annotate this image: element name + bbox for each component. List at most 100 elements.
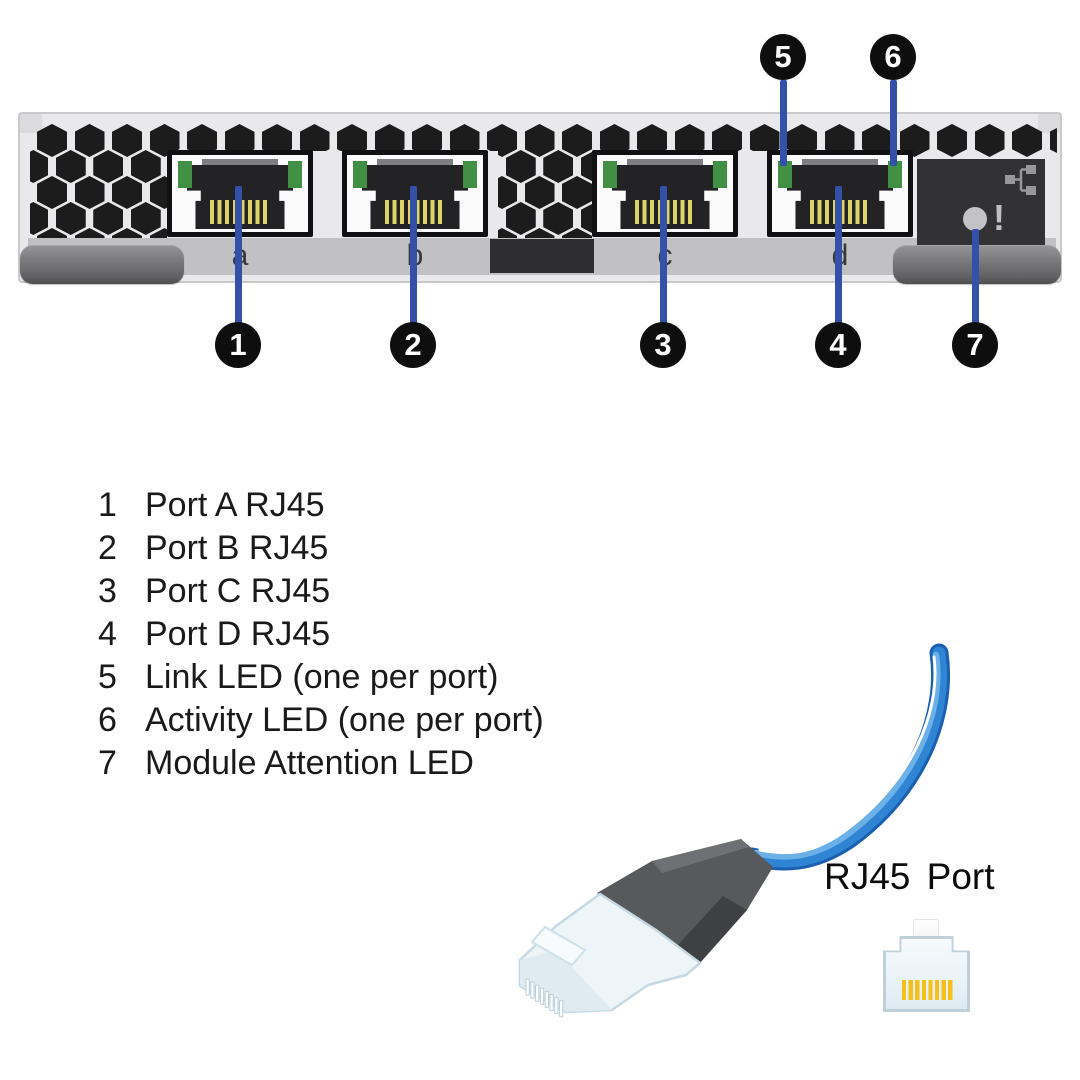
vent-hexagon <box>337 124 367 151</box>
callout-line-4 <box>834 186 842 333</box>
legend-label: Port C RJ45 <box>145 572 331 610</box>
callout-line-5 <box>779 80 787 166</box>
vent-hexagon <box>524 124 555 157</box>
plug-tooth <box>525 978 530 996</box>
activity-led <box>888 161 902 188</box>
vent-hexagon <box>55 150 86 183</box>
vent-hexagon <box>112 124 142 157</box>
vent-hexagon <box>74 176 105 209</box>
legend-number: 5 <box>98 658 117 696</box>
vent-hexagon <box>262 124 292 151</box>
activity-led <box>713 161 727 188</box>
vent-hexagon <box>374 124 405 151</box>
vent-hexagon <box>30 150 49 183</box>
vent-hexagon <box>824 124 855 151</box>
cable-strokes <box>742 643 951 871</box>
callout-line-3 <box>659 186 667 333</box>
vent-hexagon <box>112 176 142 209</box>
legend-number: 2 <box>98 529 117 567</box>
callout-circle-4: 4 <box>815 322 861 368</box>
vent-hexagon <box>299 124 330 151</box>
vent-hexagon <box>787 124 817 151</box>
callout-circle-5: 5 <box>760 34 806 80</box>
vent-hexagon <box>712 124 742 151</box>
vent-hexagon <box>562 176 592 209</box>
vent-hexagon <box>505 150 536 183</box>
vent-hexagon <box>1012 124 1042 157</box>
link-led <box>353 161 367 188</box>
vent-hexagon <box>580 150 595 183</box>
vent-hexagon <box>498 176 517 209</box>
legend-label: Port A RJ45 <box>145 486 325 524</box>
vent-hexagon <box>130 202 161 235</box>
vent-hexagon <box>749 124 780 151</box>
attention-exclamation: ! <box>993 197 1005 238</box>
port-icon-pins <box>902 980 953 1000</box>
vent-hexagon <box>149 124 167 157</box>
plug-tooth <box>544 990 549 1008</box>
legend-item-1: 1 Port A RJ45 <box>98 484 544 527</box>
vent-hexagon <box>149 176 167 209</box>
vent-hexagon <box>937 124 967 157</box>
port-icon-body <box>883 936 970 1012</box>
activity-led <box>463 161 477 188</box>
vent-hexagon <box>674 124 705 151</box>
callout-circle-6: 6 <box>870 34 916 80</box>
rj45-port-icon <box>878 918 974 1016</box>
vent-hexagon <box>907 124 930 157</box>
attention-panel: ! <box>917 159 1045 245</box>
vent-hexagon <box>524 176 555 209</box>
chassis-corner-right <box>1038 114 1060 133</box>
vent-hexagon <box>187 124 217 151</box>
module-handle-left <box>20 245 184 284</box>
plug-pin-teeth <box>525 978 564 1018</box>
rj45-port-caption: RJ45 Port <box>824 856 995 897</box>
plug-tooth <box>559 1000 564 1018</box>
plug-tooth <box>549 994 554 1011</box>
vent-hexagon <box>1049 124 1057 157</box>
vent-hexagon <box>505 202 536 235</box>
vent-hexagon <box>974 124 1005 157</box>
link-led <box>778 161 792 188</box>
vent-hexagon <box>498 124 517 157</box>
vent-row-right <box>907 120 1057 158</box>
legend-label: Port D RJ45 <box>145 615 331 653</box>
vent-hexagon <box>599 124 630 151</box>
callout-line-7 <box>971 229 979 333</box>
vent-hexagon <box>130 150 161 183</box>
legend-number: 1 <box>98 486 117 524</box>
vent-hexagon <box>55 202 86 235</box>
vent-hexagon <box>543 150 574 183</box>
vent-hexagon <box>224 124 255 151</box>
network-icon <box>1005 165 1036 195</box>
callout-circle-2: 2 <box>390 322 436 368</box>
legend-number: 6 <box>98 701 117 739</box>
callout-line-6 <box>889 80 897 166</box>
activity-led <box>288 161 302 188</box>
vent-hexagon <box>412 124 442 151</box>
rj45-plug <box>518 892 702 1018</box>
vent-hexagon <box>543 202 574 235</box>
link-led <box>603 161 617 188</box>
vent-hexagon <box>580 202 595 235</box>
chassis-corner-left <box>20 114 42 133</box>
vent-hexagon <box>637 124 667 151</box>
vent-grid-left <box>30 120 167 240</box>
module-attention-led <box>963 207 987 231</box>
legend-label: Activity LED (one per port) <box>145 701 544 739</box>
plug-tooth <box>539 987 545 1005</box>
cable-boot <box>597 839 773 964</box>
legend-number: 4 <box>98 615 117 653</box>
vent-hexagon <box>562 124 592 157</box>
callout-line-2 <box>409 186 417 333</box>
vent-hexagon <box>93 202 124 235</box>
legend-number: 7 <box>98 744 117 782</box>
ethernet-cable-illustration <box>518 643 951 1018</box>
callout-circle-7: 7 <box>952 322 998 368</box>
